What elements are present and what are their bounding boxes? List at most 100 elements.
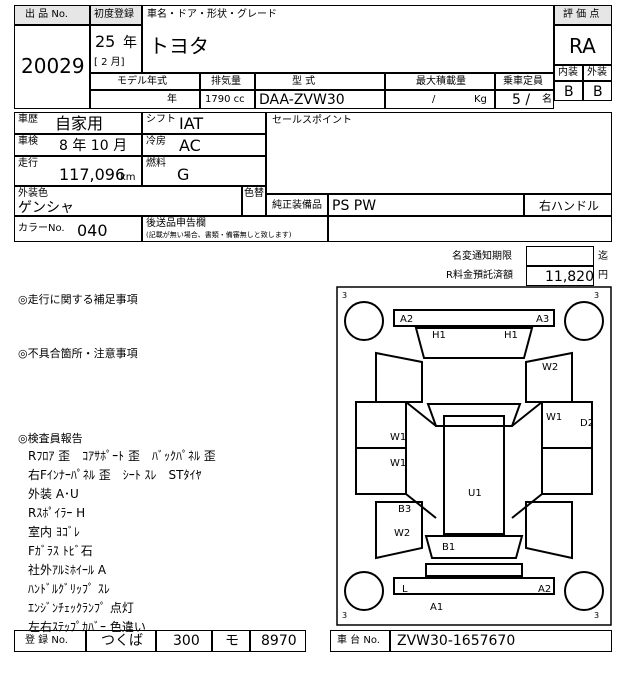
exterior-grade-cell: B: [583, 81, 612, 101]
chassis-cell: ZVW30-1657670: [390, 630, 612, 652]
report-line: Fｶﾞﾗｽ ﾄﾋﾞ石: [28, 544, 93, 558]
model-label-cell: 型 式: [255, 73, 385, 90]
fuel-label: 燃料: [146, 158, 166, 169]
damage-mark: A3: [536, 314, 549, 325]
mileage-value: 117,096: [59, 165, 126, 184]
model-cell: DAA-ZVW30: [255, 90, 385, 109]
damage-mark: H1: [504, 330, 518, 341]
damage-mark: U1: [468, 488, 482, 499]
recycle-box: 11,820: [526, 266, 594, 286]
exterior-grade: B: [593, 84, 603, 100]
inspector-report-label: ◎検査員報告: [18, 432, 83, 445]
damage-mark: B1: [442, 542, 455, 553]
car-damage-diagram: 3 3 3 3 A2 A3 H1 H1 W2 W1 D2 W1 W1 U1 B3…: [336, 286, 612, 626]
history-value: 自家用: [55, 114, 104, 133]
inspector-report-lines: Rﾌﾛｱ 歪 ｺｱｻﾎﾟｰﾄ 歪 ﾊﾞｯｸﾊﾟﾈﾙ 歪 右Fｲﾝﾅｰﾊﾟﾈﾙ 歪…: [28, 447, 216, 637]
damage-mark: B3: [398, 504, 411, 515]
first-reg-label-cell: 初度登録: [90, 5, 142, 25]
capacity-unit: 名: [542, 94, 552, 105]
ext-color-cell: 外装色 ゲンシャ: [14, 186, 242, 216]
mileage-unit: km: [120, 172, 136, 183]
damage-mark: A1: [430, 602, 443, 613]
color-no-cell: カラーNo. 040: [14, 216, 142, 242]
capacity-label-cell: 乗車定員: [495, 73, 554, 90]
handle-cell: 右ハンドル: [524, 194, 612, 216]
mileage-label: 走行: [18, 158, 38, 169]
equipment-value: PS PW: [332, 198, 377, 214]
displacement-value: 1790 cc: [205, 94, 245, 105]
lot-no-cell: 20029: [14, 25, 90, 109]
damage-mark: W1: [390, 432, 406, 443]
mileage-cell: 走行 117,096 km: [14, 156, 142, 186]
report-line: 室内 ﾖｺﾞﾚ: [28, 525, 80, 539]
displacement-cell: 1790 cc: [200, 90, 255, 109]
driving-remarks-label: ◎走行に関する補足事項: [18, 293, 138, 306]
car-name: トヨタ: [149, 34, 209, 58]
first-reg-month: [ 2 月]: [94, 57, 125, 68]
damage-mark: W1: [546, 412, 562, 423]
max-load-unit: Kg: [474, 94, 487, 105]
fuel-value: G: [177, 165, 190, 184]
shift-label: シフト: [146, 114, 176, 125]
reg-kana: モ: [225, 633, 239, 649]
lot-no-label: 出 品 No.: [25, 9, 68, 20]
damage-mark: D2: [580, 418, 594, 429]
ac-cell: 冷房 AC: [142, 134, 266, 156]
report-line: 社外ｱﾙﾐﾎｲｰﾙ A: [28, 563, 107, 577]
max-load-value: /: [432, 94, 436, 105]
shift-value: IAT: [179, 114, 204, 133]
car-name-label: 車名・ドア・形状・グレード: [147, 9, 277, 20]
corner-label-tr: 3: [594, 291, 599, 300]
capacity-label: 乗車定員: [503, 76, 543, 87]
name-change-box: [526, 246, 594, 266]
interior-label-cell: 内装: [554, 65, 583, 81]
ext-color-label: 外装色: [18, 188, 48, 199]
model-label: 型 式: [292, 76, 316, 87]
score-label-cell: 評 価 点: [554, 5, 612, 25]
displacement-label-cell: 排気量: [200, 73, 255, 90]
chassis-label: 車 台 No.: [337, 635, 380, 646]
damage-mark: W2: [394, 528, 410, 539]
lot-no-label-cell: 出 品 No.: [14, 5, 90, 25]
damage-mark: A2: [538, 584, 551, 595]
max-load-cell: / Kg: [385, 90, 495, 109]
model-year-label-cell: モデル年式: [90, 73, 200, 90]
interior-grade-cell: B: [554, 81, 583, 101]
damage-mark: W2: [542, 362, 558, 373]
ac-label: 冷房: [146, 136, 166, 147]
name-change-unit: 迄: [598, 251, 608, 262]
exterior-label-cell: 外装: [583, 65, 612, 81]
interior-grade: B: [564, 84, 574, 100]
color-no-label: カラーNo.: [18, 223, 65, 234]
report-line: 外装 A･U: [28, 487, 79, 501]
capacity-value: 5 /: [512, 92, 531, 108]
defect-remarks-label: ◎不具合箇所・注意事項: [18, 347, 138, 360]
reg-class-cell: 300: [156, 630, 212, 652]
report-line: ﾊﾝﾄﾞﾙｸﾞﾘｯﾌﾟ ｽﾚ: [28, 582, 110, 596]
inspection-label: 車検: [18, 136, 38, 147]
ac-value: AC: [179, 136, 201, 155]
first-reg-year: 25: [95, 32, 116, 51]
color-change-cell: 色替: [242, 186, 266, 216]
equipment-label: 純正装備品: [272, 200, 322, 211]
inspection-value: 8 年 10 月: [59, 138, 128, 154]
post-docs-label: 後送品申告欄: [146, 218, 206, 229]
fuel-cell: 燃料 G: [142, 156, 266, 186]
post-docs-cell: 後送品申告欄 (記載が無い場合、書類・備審無しと致します): [142, 216, 328, 242]
first-reg-year-unit: 年: [123, 35, 137, 51]
reg-area-cell: つくば: [86, 630, 156, 652]
interior-label: 内装: [558, 67, 578, 78]
color-no-value: 040: [77, 221, 108, 240]
damage-mark: A2: [400, 314, 413, 325]
name-change-label: 名変通知期限: [452, 251, 512, 262]
equipment-label-cell: 純正装備品: [266, 194, 328, 216]
shift-cell: シフト IAT: [142, 112, 266, 134]
post-docs-blank-cell: [328, 216, 612, 242]
handle-value: 右ハンドル: [539, 199, 600, 213]
sales-point-cell: セールスポイント: [266, 112, 612, 194]
report-line: ｴﾝｼﾞﾝﾁｪｯｸﾗﾝﾌﾟ 点灯: [28, 601, 134, 615]
history-cell: 車歴 自家用: [14, 112, 142, 134]
capacity-cell: 5 / 名: [495, 90, 554, 109]
corner-label-br: 3: [594, 611, 599, 620]
car-name-cell: 車名・ドア・形状・グレード トヨタ: [142, 5, 554, 73]
